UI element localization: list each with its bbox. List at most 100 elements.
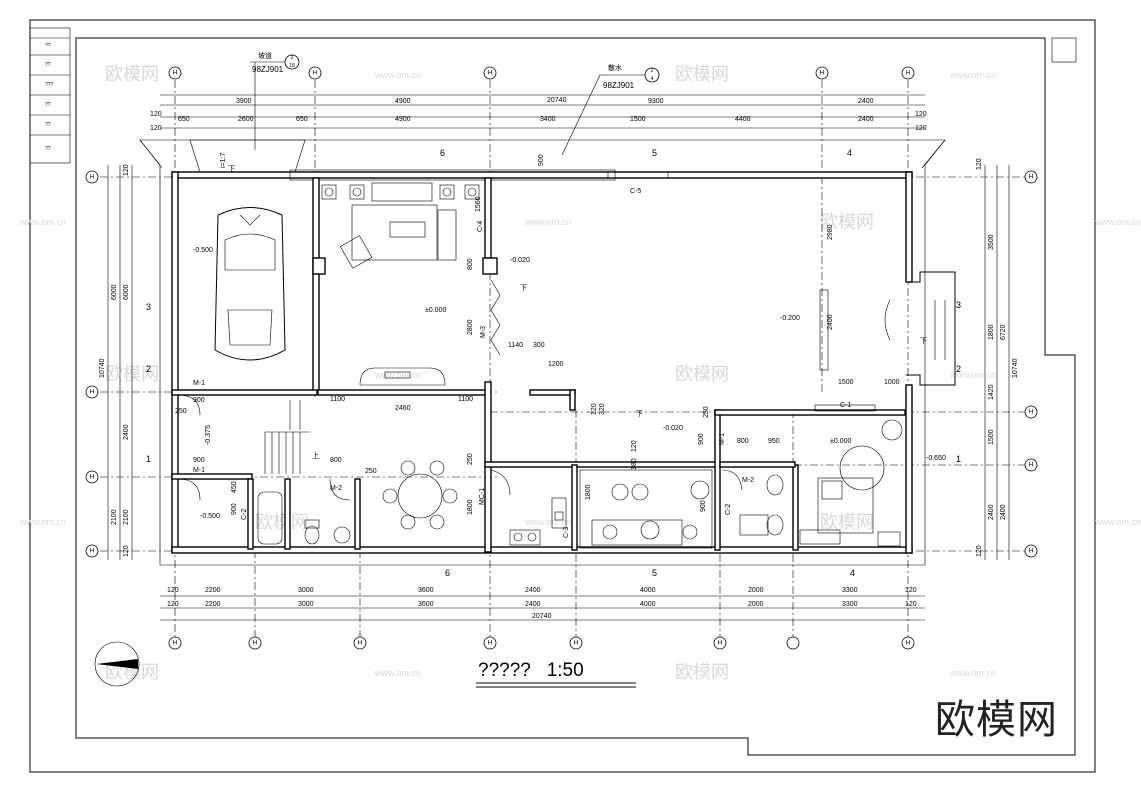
dim-text: 1560 [475, 196, 482, 212]
dimension-lines-left: 6000 6000 2400 2100 2100 10740 120 120 [99, 164, 133, 560]
window-label: C-2 [241, 509, 248, 520]
dim-text: 1800 [585, 484, 592, 500]
section-mark: 2 [956, 364, 961, 374]
drainage-apron [139, 139, 946, 566]
dim-text: 2460 [395, 405, 411, 412]
window-label: C-1 [840, 402, 851, 409]
slope-callout: 坡道 98ZJ901 2 18 [250, 51, 300, 150]
garage-ramp: i=1:7 [189, 139, 306, 173]
dim-text: 650 [296, 116, 308, 123]
axis-label: H [313, 70, 318, 77]
axis-bubbles-bottom: H H H H H H H [168, 636, 915, 650]
stair-direction-text: 下 [228, 165, 235, 173]
axis-label: H [820, 70, 825, 77]
dim-text: 180 [631, 458, 638, 470]
dim-text: 900 [193, 457, 205, 464]
sofa-set-icon [321, 182, 480, 269]
dim-text: 3600 [418, 587, 434, 594]
dim-text: 950 [768, 438, 780, 445]
dim-text: 650 [178, 116, 190, 123]
watermark-logo: 欧模网 [675, 64, 729, 85]
tv-cabinet-icon [359, 367, 446, 386]
dim-text: 900 [193, 397, 205, 404]
dimension-lines-bottom: 120 2200 3000 3600 2400 4000 2000 3300 1… [160, 587, 925, 621]
north-arrow-icon [94, 641, 140, 687]
watermark-url: www.om.cn [374, 370, 421, 380]
elevation-text: ±0.000 [425, 307, 446, 314]
drawing-title: ????? 1:50 [478, 660, 584, 682]
dim-text: 900 [538, 154, 545, 166]
dim-text: 1500 [838, 379, 854, 386]
dim-text: 20740 [547, 97, 567, 104]
dim-text: 2000 [748, 601, 764, 608]
dim-text: 3000 [298, 601, 314, 608]
section-markers: 6 5 4 6 5 4 3 2 1 3 2 1 [146, 148, 961, 578]
door-label: M-2 [330, 485, 342, 492]
dim-text: 120 [150, 111, 162, 118]
dim-text: 900 [231, 503, 238, 515]
section-mark: 2 [146, 364, 151, 374]
callout-den: 18 [289, 63, 295, 69]
elevation-text: -0.500 [193, 247, 213, 254]
dim-text: 3300 [842, 587, 858, 594]
watermark-url: www.om.cn [524, 217, 571, 227]
door-label: M-1 [193, 380, 205, 387]
dim-text: 120 [631, 440, 638, 452]
window-label: C-3 [563, 527, 570, 538]
dim-text: 1420 [988, 384, 995, 400]
sheet-outer-border [29, 19, 1096, 773]
watermark-url: www.om.cn [1094, 217, 1141, 227]
dim-text: 250 [175, 408, 187, 415]
drawing-scale: 1:50 [546, 660, 584, 681]
dim-text: 800 [330, 457, 342, 464]
dim-text: 120 [976, 158, 983, 170]
bathroom-fixtures [257, 474, 784, 545]
title-block-row-2: ?? [45, 62, 51, 68]
door-window-labels: C-5 C-4 C-1 C-2 C-3 C-2 M-1 M-1 M-2 M-3 … [193, 188, 851, 538]
watermark-url: www.om.cn [374, 70, 421, 80]
dim-text: 2400 [525, 587, 541, 594]
axis-label: H [1029, 462, 1034, 469]
axis-label: H [358, 640, 363, 647]
elevation-text: ±0.000 [830, 438, 851, 445]
dimension-lines-top: 3900 4900 20740 9300 2400 650 2600 650 4… [150, 94, 927, 132]
section-mark: 6 [440, 148, 445, 158]
stair-direction-text: 下 [636, 410, 643, 418]
section-mark: 3 [956, 300, 961, 310]
dim-text: 3000 [298, 587, 314, 594]
dim-text: 2400 [858, 98, 874, 105]
watermarks: 欧模网 www.om.cn 欧模网 www.om.cn www.om.cn ww… [19, 64, 1141, 683]
watermark-logo: 欧模网 [105, 64, 159, 85]
door-swings [177, 279, 743, 501]
kitchen-fixtures [509, 497, 567, 546]
elevation-text: -0.020 [510, 257, 530, 264]
watermark-url: www.om.cn [1094, 517, 1141, 527]
dimension-lines-right: 3500 1800 1420 1500 2400 2400 6720 10740… [976, 158, 1019, 560]
dim-text: 3400 [540, 116, 556, 123]
sheet-inner-border [75, 37, 1076, 756]
dim-text: 10740 [1012, 358, 1019, 378]
dim-text: 1500 [630, 116, 646, 123]
dim-text: 120 [123, 545, 130, 557]
dim-text: 3500 [988, 234, 995, 250]
dim-text: 2400 [123, 424, 130, 440]
windows [607, 171, 876, 412]
section-mark: 4 [850, 568, 855, 578]
drain-callout: 散水 98ZJ901 2 4 [561, 63, 660, 156]
elevation-text: -0.650 [926, 455, 946, 462]
title-block-row-5: ?? [45, 122, 51, 128]
title-block-row-1: ?? [45, 43, 51, 49]
section-mark: 3 [146, 302, 151, 312]
window-label: C-2 [725, 504, 732, 515]
dim-text: 1800 [467, 499, 474, 515]
dim-text: 3900 [236, 98, 252, 105]
section-mark: 1 [956, 454, 961, 464]
section-mark: 5 [652, 148, 657, 158]
axis-label: H [574, 640, 579, 647]
interior-dimensions: 900 1560 800 2800 1140 300 1200 2980 240… [175, 154, 900, 515]
dim-text: 6000 [123, 284, 130, 300]
axis-label: H [488, 70, 493, 77]
interior-walls [171, 177, 906, 553]
axis-label: H [253, 640, 258, 647]
